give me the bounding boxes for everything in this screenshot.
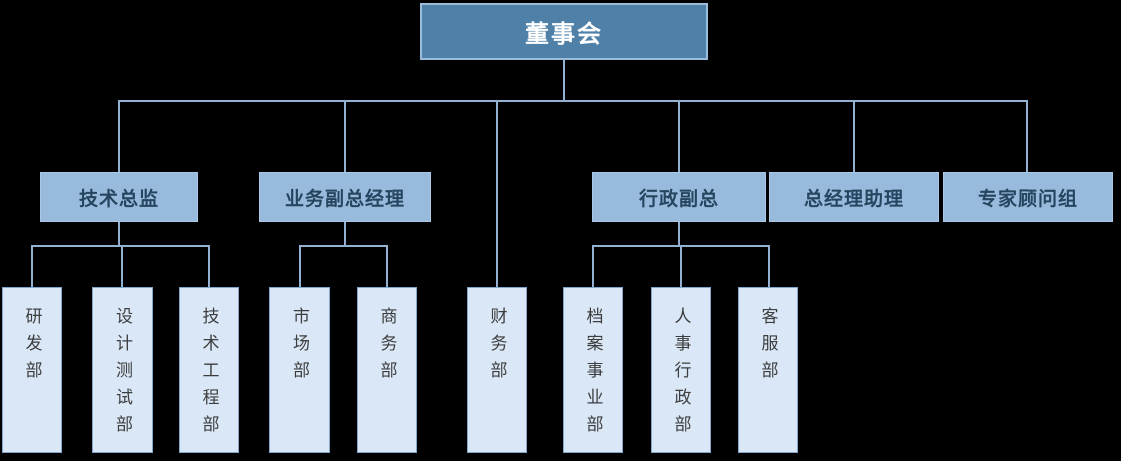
dept-commerce-label: 商务部: [377, 307, 397, 388]
node-gm-assistant[interactable]: 总经理助理: [769, 172, 939, 222]
node-tech-director[interactable]: 技术总监: [40, 172, 198, 222]
connector-biz-stub: [344, 222, 346, 245]
connector-tech-stub: [118, 222, 120, 245]
connector-tech-rail: [31, 245, 210, 247]
connector-drop-admin: [678, 100, 680, 172]
dept-rd[interactable]: 研发部: [2, 287, 62, 453]
node-expert-advisors[interactable]: 专家顾问组: [943, 172, 1113, 222]
connector-drop-eng: [208, 245, 210, 287]
dept-finance-label: 财务部: [487, 307, 507, 388]
dept-marketing-label: 市场部: [290, 307, 309, 388]
connector-drop-archives: [592, 245, 594, 287]
connector-drop-tech: [118, 100, 120, 172]
dept-customer-service-label: 客服部: [758, 307, 778, 388]
node-board[interactable]: 董事会: [420, 3, 708, 60]
node-biz-deputy-gm-label: 业务副总经理: [284, 188, 405, 210]
connector-drop-experts: [1026, 100, 1028, 172]
connector-drop-service: [768, 245, 770, 287]
connector-drop-biz: [344, 100, 346, 172]
connector-root-stub: [563, 60, 565, 100]
dept-archives-division-label: 档案事业部: [583, 307, 603, 442]
dept-design-testing-label: 设计测试部: [113, 307, 132, 442]
connector-drop-market: [299, 245, 301, 287]
dept-finance[interactable]: 财务部: [467, 287, 527, 453]
connector-drop-rd: [31, 245, 33, 287]
node-admin-deputy[interactable]: 行政副总: [592, 172, 766, 222]
dept-hr-admin-label: 人事行政部: [671, 307, 691, 442]
dept-archives-division[interactable]: 档案事业部: [563, 287, 623, 453]
connector-biz-rail: [299, 245, 388, 247]
connector-drop-design: [121, 245, 123, 287]
node-biz-deputy-gm[interactable]: 业务副总经理: [259, 172, 431, 222]
dept-tech-engineering[interactable]: 技术工程部: [179, 287, 239, 453]
node-admin-deputy-label: 行政副总: [638, 188, 719, 210]
dept-design-testing[interactable]: 设计测试部: [92, 287, 153, 453]
node-board-label: 董事会: [525, 21, 603, 48]
connector-drop-hr: [680, 245, 682, 287]
dept-rd-label: 研发部: [22, 307, 42, 388]
dept-commerce[interactable]: 商务部: [357, 287, 417, 453]
dept-customer-service[interactable]: 客服部: [738, 287, 798, 453]
connector-drop-commerce: [386, 245, 388, 287]
node-expert-advisors-label: 专家顾问组: [977, 188, 1078, 210]
connector-main-rail: [119, 100, 1028, 102]
connector-drop-finance: [496, 100, 498, 287]
node-gm-assistant-label: 总经理助理: [803, 188, 904, 210]
dept-hr-admin[interactable]: 人事行政部: [651, 287, 711, 453]
dept-marketing[interactable]: 市场部: [269, 287, 330, 453]
dept-tech-engineering-label: 技术工程部: [199, 307, 219, 442]
connector-drop-gm-assist: [853, 100, 855, 172]
node-tech-director-label: 技术总监: [78, 188, 159, 210]
connector-admin-stub: [678, 222, 680, 245]
